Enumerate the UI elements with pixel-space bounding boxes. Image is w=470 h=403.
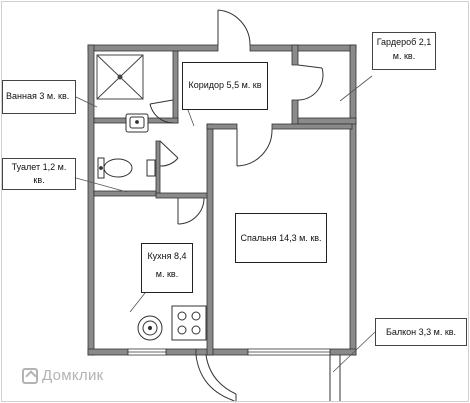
windows [127, 348, 331, 356]
watermark-text: Домклик [42, 367, 104, 384]
room-label-kitchen: Кухня 8,4 м. кв. [141, 243, 193, 293]
balcony [195, 354, 341, 403]
toilet-icon [97, 157, 133, 179]
kitchen-sink-icon [137, 315, 163, 341]
room-label-corridor: Коридор 5,5 м. кв [182, 62, 268, 110]
domclick-logo-icon [22, 367, 38, 384]
shower-icon [96, 54, 144, 100]
watermark: Домклик [22, 367, 104, 384]
callout-bathroom: Ванная 3 м. кв. [2, 80, 76, 114]
toilet-sink-icon [146, 159, 156, 177]
callout-toilet: Туалет 1,2 м. кв. [2, 158, 76, 190]
bathroom-sink-icon [125, 113, 149, 133]
callout-wardrobe: Гардероб 2,1 м. кв. [372, 32, 436, 70]
callout-balcony: Балкон 3,3 м. кв. [375, 318, 467, 346]
doors [149, 9, 324, 225]
stove-icon [171, 305, 207, 341]
room-label-bedroom: Спальня 14,3 м. кв. [235, 213, 327, 263]
